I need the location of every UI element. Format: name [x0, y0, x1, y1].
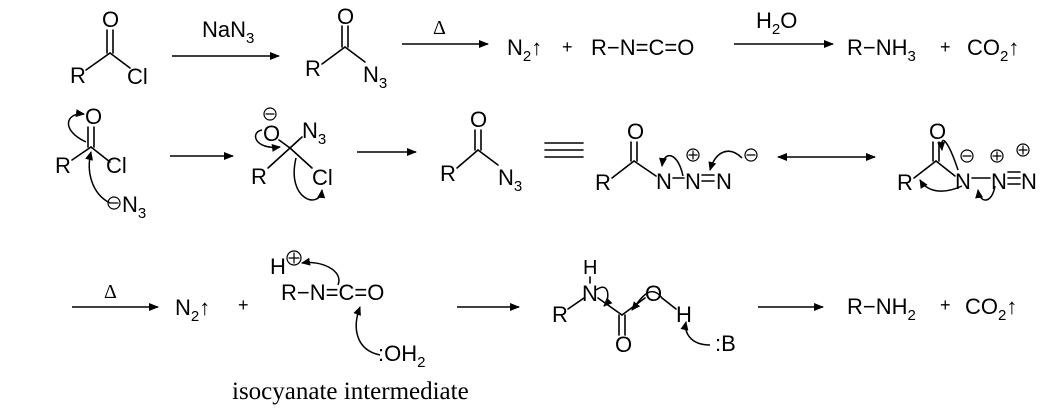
reagent-water: H2O: [756, 8, 797, 38]
water: :OH2: [378, 341, 425, 371]
n2-gas: N2↑: [507, 35, 542, 65]
atom-h: H: [676, 302, 692, 327]
atom-n: N: [1021, 169, 1037, 194]
atom-n3: N3: [498, 165, 522, 195]
heat-symbol: Δ: [433, 17, 446, 39]
row3-carbamic-acid: R H N O O H :B: [552, 257, 736, 357]
atom-r: R: [70, 63, 86, 88]
atom-r: R: [897, 170, 913, 195]
atom-h: H: [583, 257, 597, 279]
equivalence-symbol: [544, 142, 584, 158]
atom-n: N: [716, 169, 732, 194]
atom-n: N: [656, 169, 672, 194]
atom-cl: Cl: [127, 64, 148, 89]
atom-n3: N3: [302, 118, 326, 148]
heat-symbol: Δ: [104, 281, 117, 303]
atom-h: H: [270, 254, 286, 279]
isocyanate: R−N=C=O: [591, 35, 694, 60]
reagent-nan3: NaN3: [202, 17, 254, 47]
row2-acyl-chloride-attack: R O Cl N3: [55, 104, 146, 222]
row2-acyl-azide: R O N3: [440, 107, 522, 195]
atom-o: O: [645, 281, 662, 306]
plus-sign: +: [940, 37, 951, 57]
row3-isocyanate-water: H R−N=C=O :OH2 isocyanate intermediate: [232, 250, 469, 405]
plus-sign: +: [238, 295, 249, 315]
row3-arrow-heat: Δ: [72, 281, 159, 311]
atom-o: O: [102, 7, 119, 32]
azide-ion: N3: [122, 192, 146, 222]
atom-r: R: [305, 56, 321, 81]
positive-charge: [286, 250, 302, 266]
negative-charge: [744, 148, 758, 162]
row1-acyl-chloride: R O Cl: [70, 7, 148, 89]
negative-charge: [263, 107, 277, 121]
azide-resonance-form-2: R O N N N: [897, 119, 1037, 201]
row2-tetrahedral-intermediate: O N3 R Cl: [251, 107, 333, 201]
atom-r: R: [251, 164, 267, 189]
n2-gas: N2↑: [175, 295, 210, 325]
row1-products-a: N2↑ + R−N=C=O: [507, 35, 694, 65]
positive-charge: [1016, 143, 1030, 157]
positive-charge: [990, 149, 1004, 163]
atom-r: R: [552, 302, 568, 327]
azide-resonance-form-1: R O N N N: [595, 119, 758, 195]
amine-product: R−NH2: [847, 294, 916, 324]
plus-sign: +: [562, 37, 573, 57]
co2-gas: CO2↑: [965, 294, 1017, 324]
plus-sign: +: [940, 295, 951, 315]
atom-o: O: [85, 104, 102, 129]
atom-n: N: [582, 281, 598, 306]
atom-o: O: [263, 121, 280, 146]
negative-charge: [960, 149, 974, 163]
row1-arrow-water: H2O: [734, 8, 834, 48]
isocyanate: R−N=C=O: [281, 280, 384, 305]
positive-charge: [686, 148, 700, 162]
atom-r: R: [440, 161, 456, 186]
isocyanate-caption: isocyanate intermediate: [232, 378, 469, 405]
atom-r: R: [595, 170, 611, 195]
base: :B: [715, 331, 736, 356]
atom-cl: Cl: [106, 153, 127, 178]
atom-n: N: [955, 169, 971, 194]
atom-n: N: [685, 169, 701, 194]
atom-n3: N3: [363, 62, 387, 92]
co2-gas: CO2↑: [967, 35, 1019, 65]
atom-o: O: [337, 4, 354, 29]
row1-products-b: R−NH3 + CO2↑: [847, 35, 1019, 65]
atom-o: O: [615, 332, 632, 357]
atom-o: O: [627, 119, 644, 144]
amine-product: R−NH3: [847, 35, 916, 65]
row3-products: R−NH2 + CO2↑: [847, 294, 1017, 324]
atom-r: R: [55, 153, 71, 178]
atom-cl: Cl: [312, 165, 333, 190]
atom-o: O: [470, 107, 487, 132]
row1-arrow-nan3: NaN3: [172, 17, 280, 60]
atom-o: O: [929, 119, 946, 144]
negative-charge: [107, 196, 121, 210]
row1-arrow-heat: Δ: [402, 17, 489, 48]
row1-acyl-azide: R O N3: [305, 4, 387, 92]
